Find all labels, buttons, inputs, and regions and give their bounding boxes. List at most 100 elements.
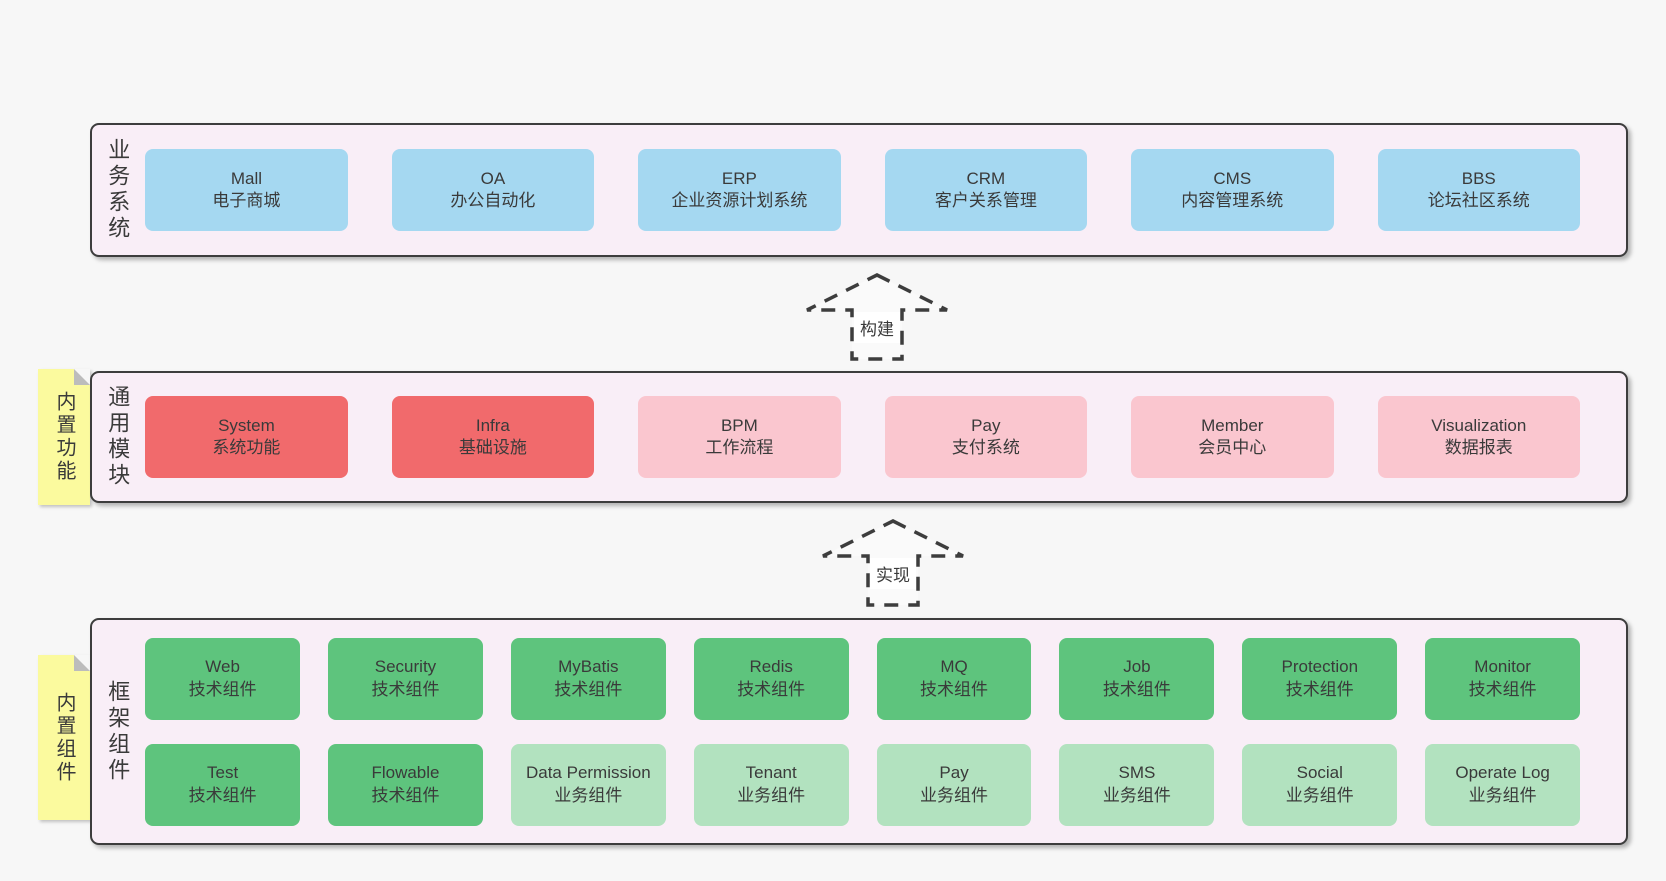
box-title: Pay	[971, 415, 1001, 435]
diagram-box-flowable: Flowable 技术组件	[328, 743, 483, 826]
box-subtitle: 基础设施	[458, 438, 527, 457]
arrow-build-label: 构建	[854, 312, 900, 343]
diagram-box-sms: SMS 业务组件	[1059, 743, 1215, 826]
layer-label-business-systems: 业务系统	[105, 138, 131, 242]
box-subtitle: 办公自动化	[450, 191, 536, 210]
box-title: MQ	[940, 657, 968, 677]
box-title: Data Permission	[525, 763, 651, 783]
box-title: OA	[480, 168, 506, 188]
box-title: Monitor	[1474, 657, 1531, 677]
box-subtitle: 业务组件	[1285, 785, 1354, 805]
box-title: Test	[207, 763, 239, 783]
box-title: Job	[1123, 657, 1151, 677]
box-title: Protection	[1281, 657, 1359, 677]
box-subtitle: 技术组件	[1285, 679, 1354, 699]
box-subtitle: 技术组件	[737, 679, 806, 699]
box-subtitle: 技术组件	[920, 679, 989, 699]
diagram-box-visualization: Visualization 数据报表	[1377, 396, 1580, 478]
diagram-box-cms: CMS 内容管理系统	[1131, 149, 1334, 231]
sticky-note-text: 内置组件	[53, 691, 75, 784]
box-subtitle: 数据报表	[1444, 438, 1513, 457]
diagram-box-redis: Redis 技术组件	[693, 637, 849, 720]
box-subtitle: 技术组件	[188, 785, 257, 805]
box-subtitle: 技术组件	[1102, 679, 1171, 699]
box-title: Operate Log	[1455, 763, 1550, 783]
diagram-box-security: Security 技术组件	[328, 637, 483, 720]
box-title: BPM	[720, 415, 758, 435]
box-subtitle: 内容管理系统	[1181, 191, 1284, 210]
diagram-box-mall: Mall 电子商城	[145, 149, 348, 231]
component-rows: Web 技术组件 Security 技术组件 MyBatis 技术组件 Redi…	[145, 637, 1581, 826]
box-subtitle: 业务组件	[1102, 785, 1171, 805]
box-title: MyBatis	[558, 657, 619, 677]
box-subtitle: 技术组件	[188, 679, 257, 699]
diagram-box-tenant: Tenant 业务组件	[693, 743, 849, 826]
layer-label-common-modules: 通用模块	[105, 385, 131, 489]
box-title: Tenant	[745, 763, 797, 783]
arrow-implement-label: 实现	[870, 558, 916, 589]
diagram-box-web: Web 技术组件	[145, 637, 301, 720]
box-subtitle: 工作流程	[705, 438, 774, 457]
box-title: SMS	[1118, 763, 1156, 783]
box-title: CRM	[966, 168, 1006, 188]
diagram-box-infra: Infra 基础设施	[391, 396, 595, 478]
sticky-note-builtin-components: 内置组件	[38, 655, 90, 820]
diagram-box-social: Social 业务组件	[1242, 743, 1398, 826]
box-title: Web	[205, 657, 240, 677]
box-title: Member	[1201, 415, 1264, 435]
diagram-box-monitor: Monitor 技术组件	[1425, 637, 1581, 720]
sticky-note-builtin-features: 内置功能	[38, 369, 90, 505]
box-title: Flowable	[371, 763, 440, 783]
box-subtitle: 业务组件	[1468, 785, 1537, 805]
box-subtitle: 客户关系管理	[934, 191, 1037, 210]
box-title: CMS	[1213, 168, 1252, 188]
layer-business-systems: 业务系统 Mall 电子商城 OA 办公自动化 ERP 企业资源计划系统 CRM…	[90, 123, 1628, 257]
business-box-row: Mall 电子商城 OA 办公自动化 ERP 企业资源计划系统 CRM 客户关系…	[145, 149, 1580, 231]
box-title: Visualization	[1431, 415, 1527, 435]
box-subtitle: 技术组件	[371, 679, 440, 699]
box-subtitle: 企业资源计划系统	[671, 191, 808, 210]
diagram-box-bpm: BPM 工作流程	[638, 396, 841, 478]
box-title: System	[218, 415, 275, 435]
box-title: Redis	[749, 657, 793, 677]
diagram-box-test: Test 技术组件	[145, 743, 301, 826]
diagram-box-mq: MQ 技术组件	[876, 637, 1032, 720]
box-subtitle: 业务组件	[920, 785, 989, 805]
box-title: Mall	[230, 168, 262, 188]
diagram-box-job: Job 技术组件	[1059, 637, 1215, 720]
box-subtitle: 支付系统	[951, 438, 1020, 457]
box-title: ERP	[721, 168, 757, 188]
diagram-box-protection: Protection 技术组件	[1242, 637, 1398, 720]
layer-common-modules: 通用模块 System 系统功能 Infra 基础设施 BPM 工作流程 Pay…	[90, 371, 1628, 503]
diagram-box-mybatis: MyBatis 技术组件	[510, 637, 666, 720]
diagram-box-operate-log: Operate Log 业务组件	[1425, 743, 1581, 826]
arrow-build: 构建	[797, 272, 957, 362]
box-subtitle: 电子商城	[212, 191, 281, 210]
box-subtitle: 技术组件	[371, 785, 440, 805]
module-box-row: System 系统功能 Infra 基础设施 BPM 工作流程 Pay 支付系统…	[145, 396, 1580, 478]
box-title: Social	[1296, 763, 1343, 783]
box-subtitle: 系统功能	[212, 438, 281, 457]
diagram-box-oa: OA 办公自动化	[391, 149, 595, 231]
layer-framework-components: 框架组件 Web 技术组件 Security 技术组件 MyBatis 技术组件…	[90, 618, 1628, 845]
box-subtitle: 技术组件	[1468, 679, 1537, 699]
diagram-box-bbs: BBS 论坛社区系统	[1377, 149, 1580, 231]
component-row-2: Test 技术组件 Flowable 技术组件 Data Permission …	[145, 743, 1581, 826]
diagram-box-erp: ERP 企业资源计划系统	[638, 149, 841, 231]
box-title: BBS	[1461, 168, 1496, 188]
sticky-note-text: 内置功能	[53, 391, 75, 483]
box-subtitle: 会员中心	[1198, 438, 1267, 457]
diagram-box-crm: CRM 客户关系管理	[884, 149, 1088, 231]
component-row-1: Web 技术组件 Security 技术组件 MyBatis 技术组件 Redi…	[145, 637, 1581, 720]
diagram-box-pay-component: Pay 业务组件	[876, 743, 1032, 826]
box-title: Security	[374, 657, 437, 677]
box-subtitle: 业务组件	[554, 785, 623, 805]
box-title: Pay	[939, 763, 969, 783]
box-subtitle: 业务组件	[737, 785, 806, 805]
arrow-implement: 实现	[813, 518, 973, 608]
box-subtitle: 技术组件	[554, 679, 623, 699]
diagram-box-member: Member 会员中心	[1131, 396, 1334, 478]
box-title: Infra	[475, 415, 510, 435]
diagram-box-pay-system: Pay 支付系统	[884, 396, 1088, 478]
box-subtitle: 论坛社区系统	[1427, 191, 1530, 210]
